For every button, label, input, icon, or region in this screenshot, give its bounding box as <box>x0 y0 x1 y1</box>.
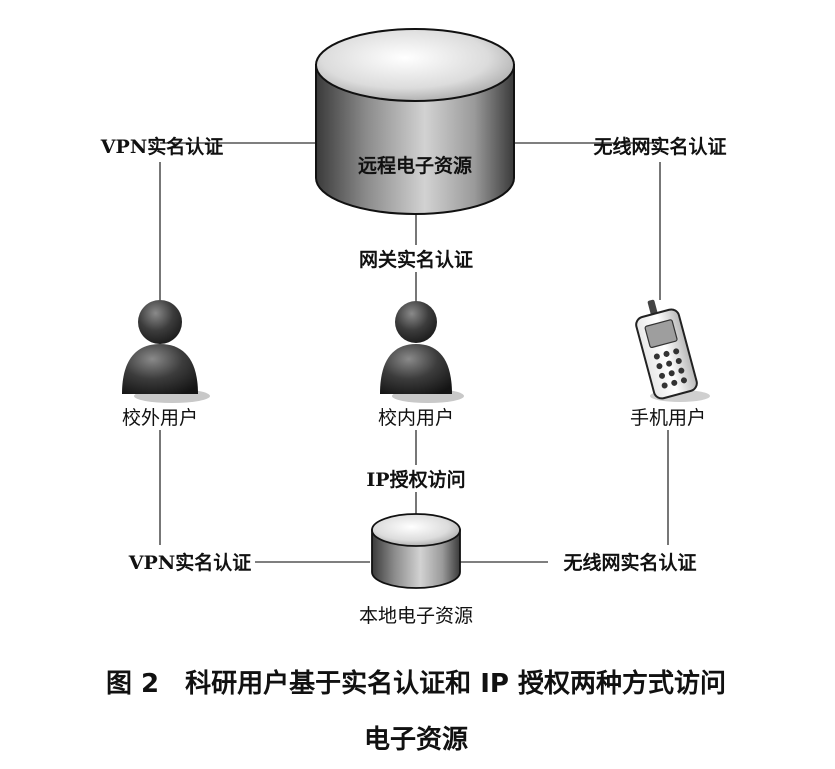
offcampus-user-icon <box>122 300 210 403</box>
offcampus-user-label: 校外用户 <box>122 407 198 429</box>
edge-label-vpn-top: VPN实名认证 <box>100 135 223 158</box>
oncampus-user-icon <box>380 301 464 403</box>
remote-db-icon <box>315 28 515 215</box>
local-db-icon <box>371 513 461 589</box>
caption-line-2: 电子资源 <box>364 725 468 755</box>
edge-label-wireless-top: 无线网实名认证 <box>593 135 726 158</box>
edge-label-vpn-bottom: VPN实名认证 <box>128 551 251 574</box>
edge-label-wireless-bottom: 无线网实名认证 <box>563 551 696 574</box>
mobile-user-label: 手机用户 <box>630 407 706 429</box>
edge-label-ip-auth: IP授权访问 <box>366 468 465 491</box>
oncampus-user-label: 校内用户 <box>378 407 454 429</box>
remote-db-label: 远程电子资源 <box>358 154 472 177</box>
caption-line-1: 图 2 科研用户基于实名认证和 IP 授权两种方式访问 <box>106 668 726 699</box>
edge-label-gateway: 网关实名认证 <box>359 248 473 271</box>
mobile-phone-icon <box>635 299 710 402</box>
local-db-label: 本地电子资源 <box>359 605 473 627</box>
connector-lines <box>159 142 669 563</box>
